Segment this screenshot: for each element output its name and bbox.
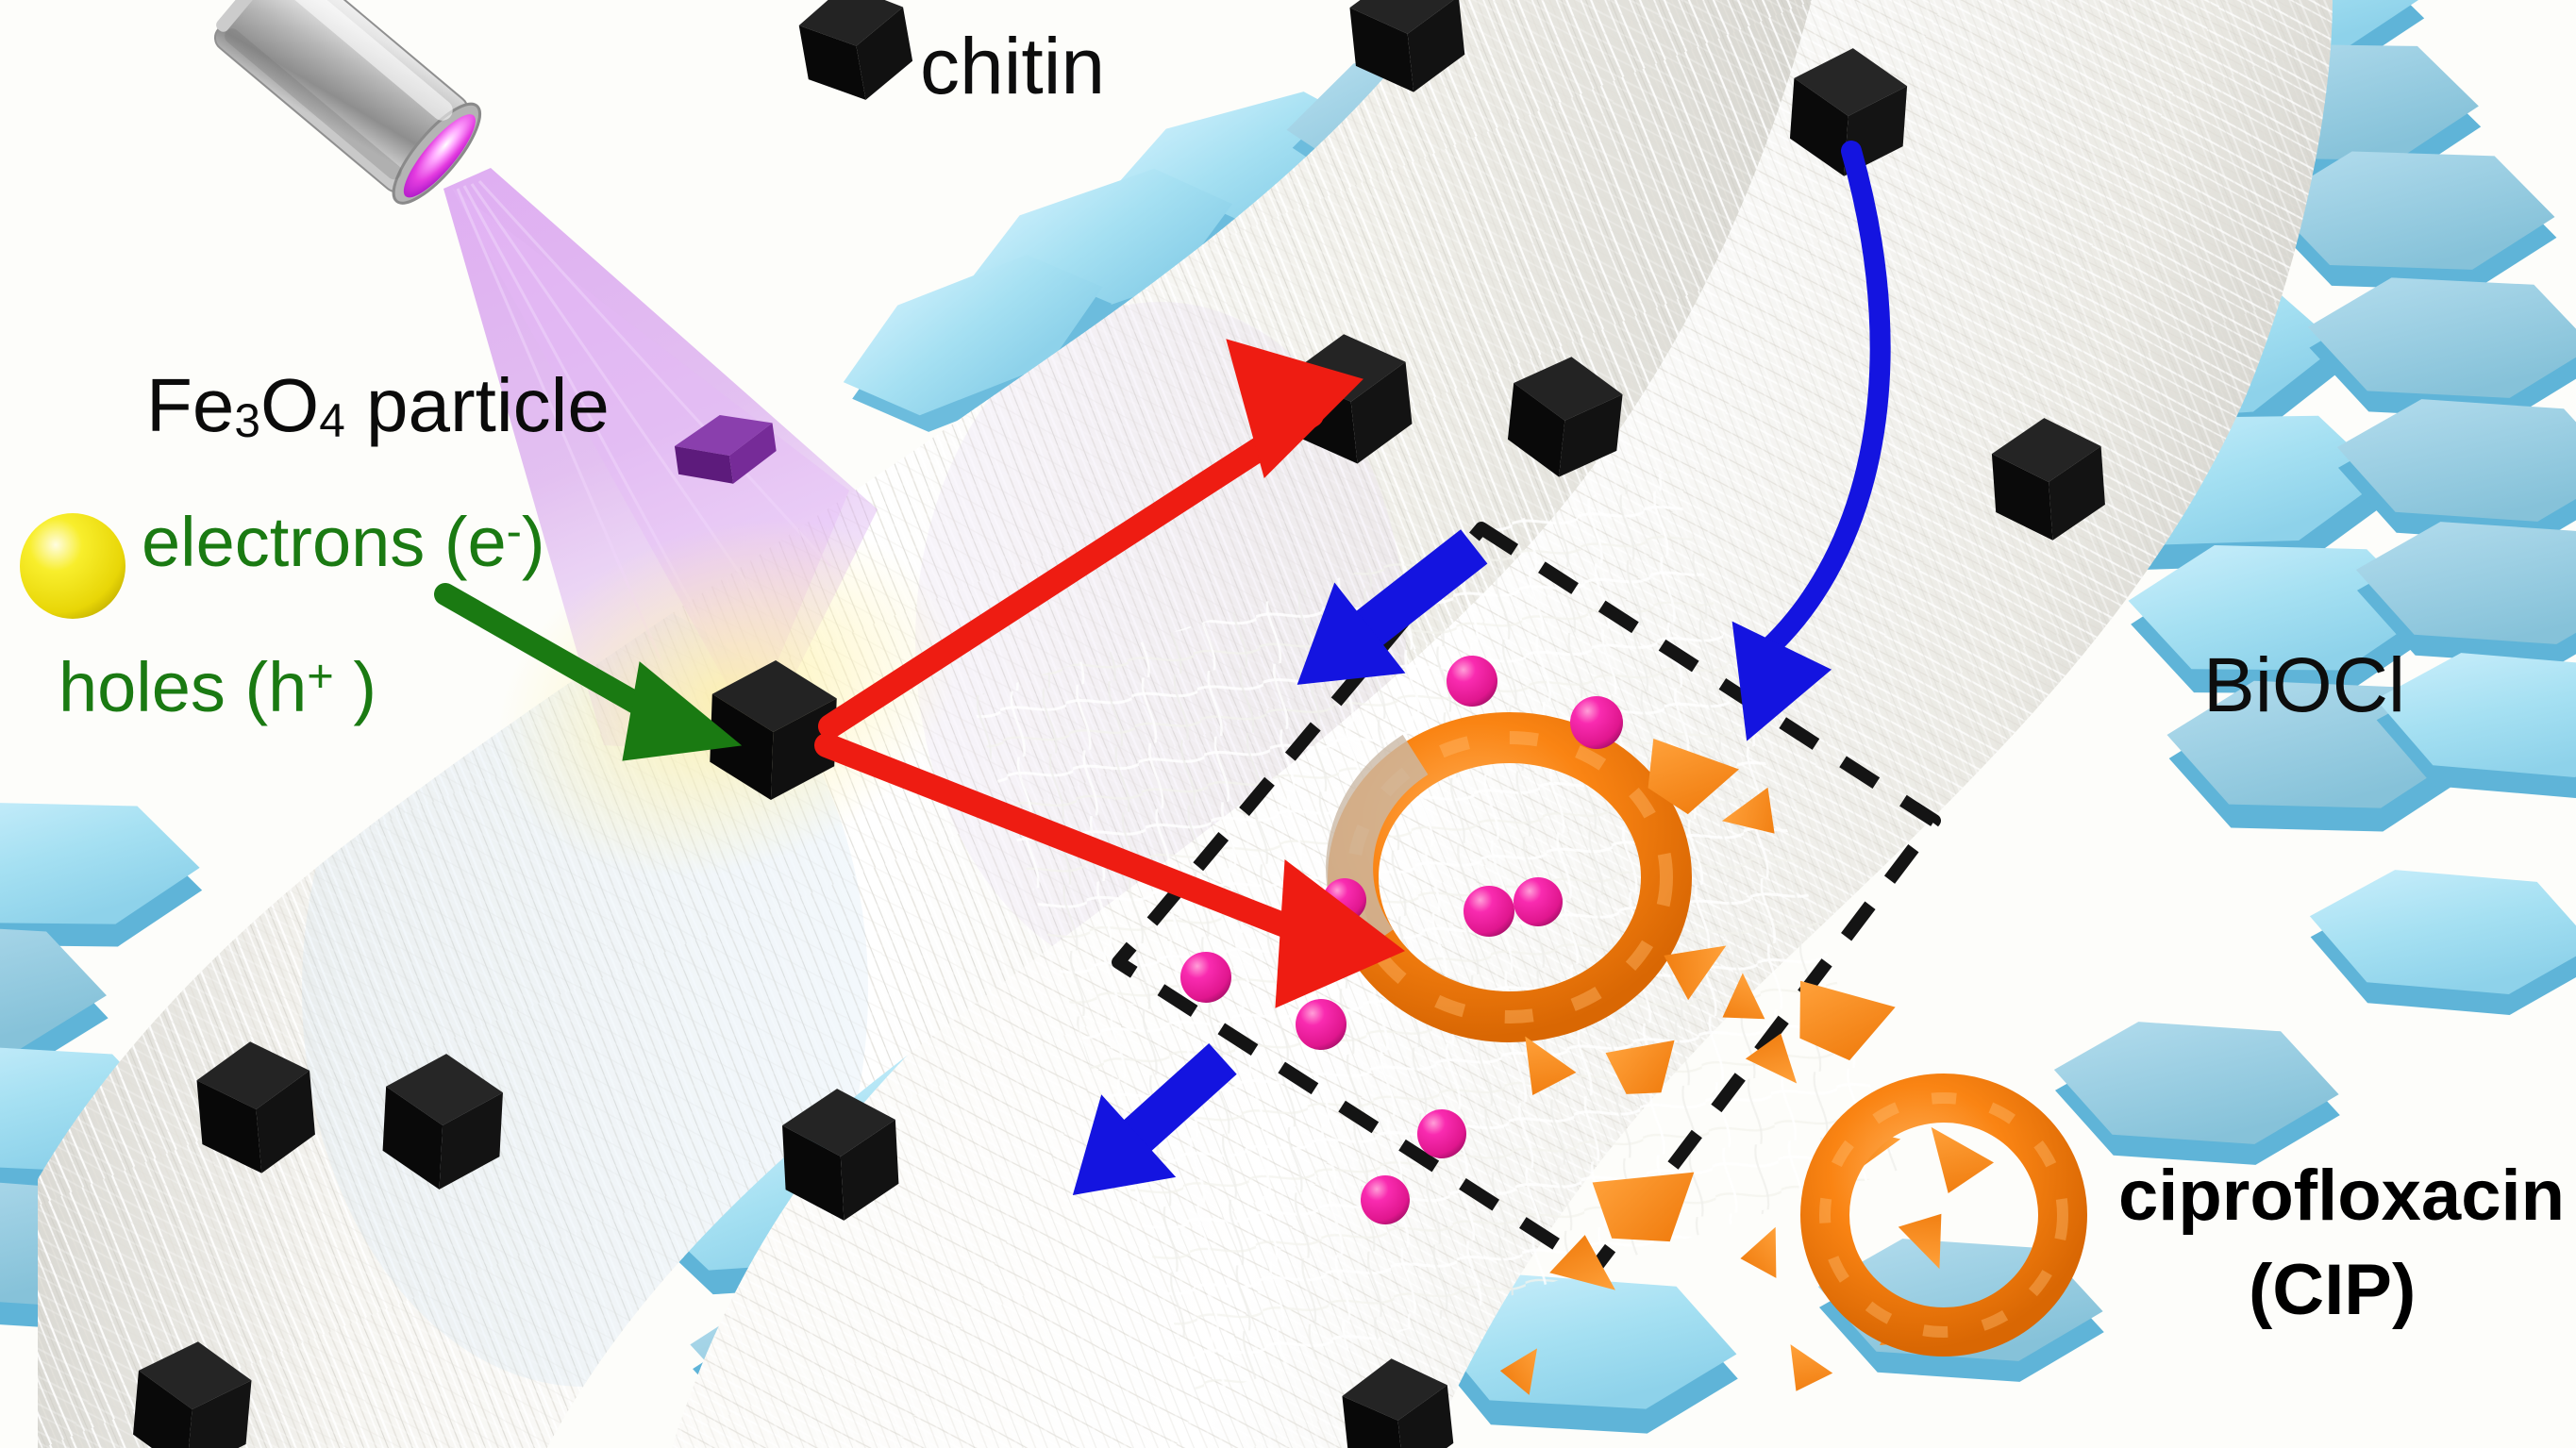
purple-cube-in-beam [674, 415, 777, 484]
chitin-mesh-region [970, 470, 1899, 1398]
cip-ring-legend [1800, 1074, 2087, 1356]
fe3o4-suffix: particle [344, 363, 610, 447]
red-arrows [814, 339, 1405, 1008]
blue-curved-arrow [1731, 141, 1891, 741]
holes-text: holes (h [59, 648, 308, 726]
label-chitin: chitin [920, 22, 1106, 110]
fe3o4-prefix: Fe [146, 363, 235, 447]
electrons-superscript: - [506, 506, 522, 558]
hole-spheres [1180, 656, 1623, 1224]
uv-lamp[interactable] [203, 0, 493, 214]
label-biocl: BiOCl [2203, 642, 2406, 728]
fe3o4-cubes [133, 0, 2105, 1448]
green-arrow [434, 583, 743, 761]
legend-electron-sphere [20, 513, 125, 619]
holes-superscript: + [307, 651, 334, 703]
holes-close: ) [333, 648, 376, 726]
blue-arrows [1072, 529, 1488, 1195]
fe3o4-sub-3: 3 [234, 393, 260, 447]
fe3o4-sub-4: 4 [319, 393, 345, 447]
electrons-text: electrons (e [142, 503, 507, 581]
label-holes: holes (h+ ) [59, 653, 376, 723]
fe3o4-mid: O [259, 363, 320, 447]
label-fe3o4-particle: Fe3O4 particle [146, 368, 610, 445]
label-electrons: electrons (e-) [142, 508, 545, 577]
electrons-close: ) [521, 503, 545, 581]
label-cip-abbrev: (CIP) [2249, 1250, 2417, 1330]
label-ciprofloxacin: ciprofloxacin [2118, 1156, 2565, 1236]
